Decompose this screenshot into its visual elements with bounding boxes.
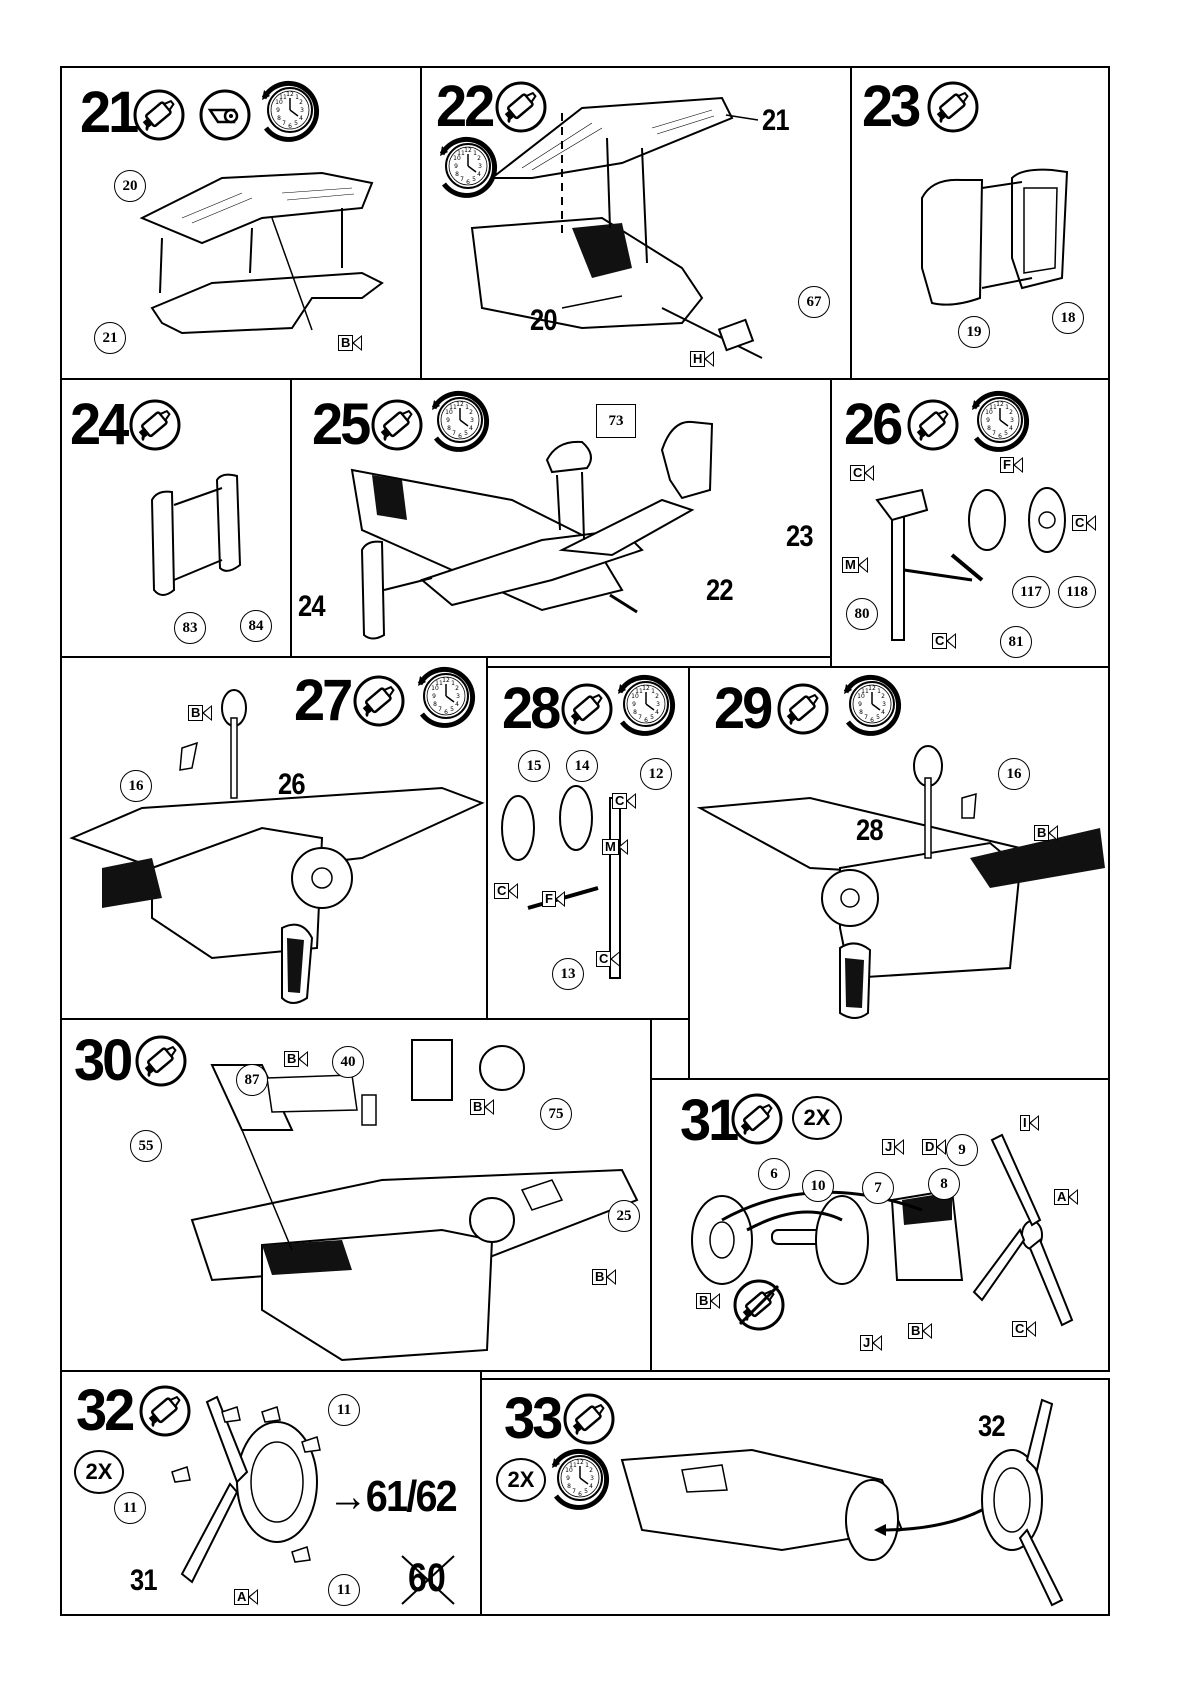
part-callout: 7 xyxy=(862,1172,894,1204)
part-label: 24 xyxy=(298,590,325,624)
part-label: 26 xyxy=(278,768,305,802)
part-label: 22 xyxy=(706,574,733,608)
step-26-panel: 26 C F C M C 117 118 80 81 xyxy=(830,378,1110,668)
color-flag: B xyxy=(188,704,212,722)
color-flag: C xyxy=(1012,1320,1036,1338)
part-callout: 25 xyxy=(608,1200,640,1232)
part-callout: 13 xyxy=(552,958,584,990)
color-flag: J xyxy=(882,1138,904,1156)
color-flag: C xyxy=(596,950,620,968)
color-flag: B xyxy=(1034,824,1058,842)
part-callout: 9 xyxy=(946,1134,978,1166)
step-32-panel: 32 2X 11 11 11 →61/62 31 A 60 xyxy=(60,1370,482,1616)
part-callout: 117 xyxy=(1012,576,1050,608)
color-flag: C xyxy=(850,464,874,482)
part-callout: 83 xyxy=(174,612,206,644)
color-flag: D xyxy=(922,1138,946,1156)
reference-target: →61/62 xyxy=(328,1472,456,1522)
step-31-panel: 31 2X 9 J D I 6 10 7 8 A B J B C xyxy=(650,1078,1110,1372)
color-flag: B xyxy=(284,1050,308,1068)
part-label: 28 xyxy=(856,814,883,848)
part-callout: 55 xyxy=(130,1130,162,1162)
part-label: 20 xyxy=(530,304,557,338)
part-callout: 11 xyxy=(114,1492,146,1524)
part-callout: 16 xyxy=(120,770,152,802)
part-callout: 118 xyxy=(1058,576,1096,608)
step-29-panel: 29 16 28 B xyxy=(688,666,1110,1080)
part-callout: 6 xyxy=(758,1158,790,1190)
cross-out-mark xyxy=(398,1552,458,1608)
step-21-panel: 21 20 21 B xyxy=(60,66,422,380)
part-label: 21 xyxy=(762,104,789,138)
color-flag: B xyxy=(696,1292,720,1310)
color-flag: C xyxy=(1072,514,1096,532)
part-callout: 16 xyxy=(998,758,1030,790)
color-flag: C xyxy=(612,792,636,810)
color-flag: F xyxy=(542,890,565,908)
color-flag: B xyxy=(908,1322,932,1340)
part-callout: 80 xyxy=(846,598,878,630)
part-callout: 11 xyxy=(328,1394,360,1426)
part-callout: 87 xyxy=(236,1064,268,1096)
color-flag: B xyxy=(470,1098,494,1116)
step-30-panel: 30 87 B 40 B 75 55 25 B xyxy=(60,1018,652,1372)
part-callout: 12 xyxy=(640,758,672,790)
step-27-panel: 27 B 16 26 xyxy=(60,656,488,1020)
part-callout: 84 xyxy=(240,610,272,642)
tail-assembly-drawing xyxy=(292,380,832,658)
right-nacelle-drawing xyxy=(690,668,1110,1080)
part-label: 23 xyxy=(786,520,813,554)
left-nacelle-drawing xyxy=(62,658,488,1020)
no-glue-icon xyxy=(732,1278,786,1332)
part-callout: 75 xyxy=(540,1098,572,1130)
color-flag: A xyxy=(234,1588,258,1606)
color-flag: I xyxy=(1020,1114,1039,1132)
nose-gear-drawing xyxy=(488,668,690,1020)
part-label: 32 xyxy=(978,1410,1005,1444)
part-callout: 73 xyxy=(596,404,636,438)
part-callout: 19 xyxy=(958,316,990,348)
step-23-panel: 23 19 18 xyxy=(850,66,1110,380)
part-callout: 67 xyxy=(798,286,830,318)
color-flag: F xyxy=(1000,456,1023,474)
color-flag: C xyxy=(932,632,956,650)
color-flag: J xyxy=(860,1334,882,1352)
color-flag: B xyxy=(338,334,362,352)
step-22-panel: 22 21 20 67 H xyxy=(420,66,852,380)
color-flag: C xyxy=(494,882,518,900)
color-flag: M xyxy=(602,838,628,856)
part-callout: 18 xyxy=(1052,302,1084,334)
part-callout: 21 xyxy=(94,322,126,354)
part-callout: 15 xyxy=(518,750,550,782)
step-33-panel: 33 2X 32 xyxy=(480,1378,1110,1616)
color-flag: M xyxy=(842,556,868,574)
part-callout: 40 xyxy=(332,1046,364,1078)
step-25-panel: 25 73 23 24 22 xyxy=(290,378,832,658)
engine-assembly-drawing xyxy=(652,1080,1110,1372)
color-flag: B xyxy=(592,1268,616,1286)
color-flag: A xyxy=(1054,1188,1078,1206)
part-callout: 8 xyxy=(928,1168,960,1200)
propeller-fitting-drawing xyxy=(482,1380,1110,1616)
step-28-panel: 28 15 14 12 C M C F C 13 xyxy=(486,666,690,1020)
part-callout: 81 xyxy=(1000,626,1032,658)
part-callout: 20 xyxy=(114,170,146,202)
part-callout: 14 xyxy=(566,750,598,782)
step-24-panel: 24 83 84 xyxy=(60,378,292,658)
part-callout: 11 xyxy=(328,1574,360,1606)
part-callout: 10 xyxy=(802,1170,834,1202)
color-flag: H xyxy=(690,350,714,368)
part-label: 31 xyxy=(130,1564,157,1598)
